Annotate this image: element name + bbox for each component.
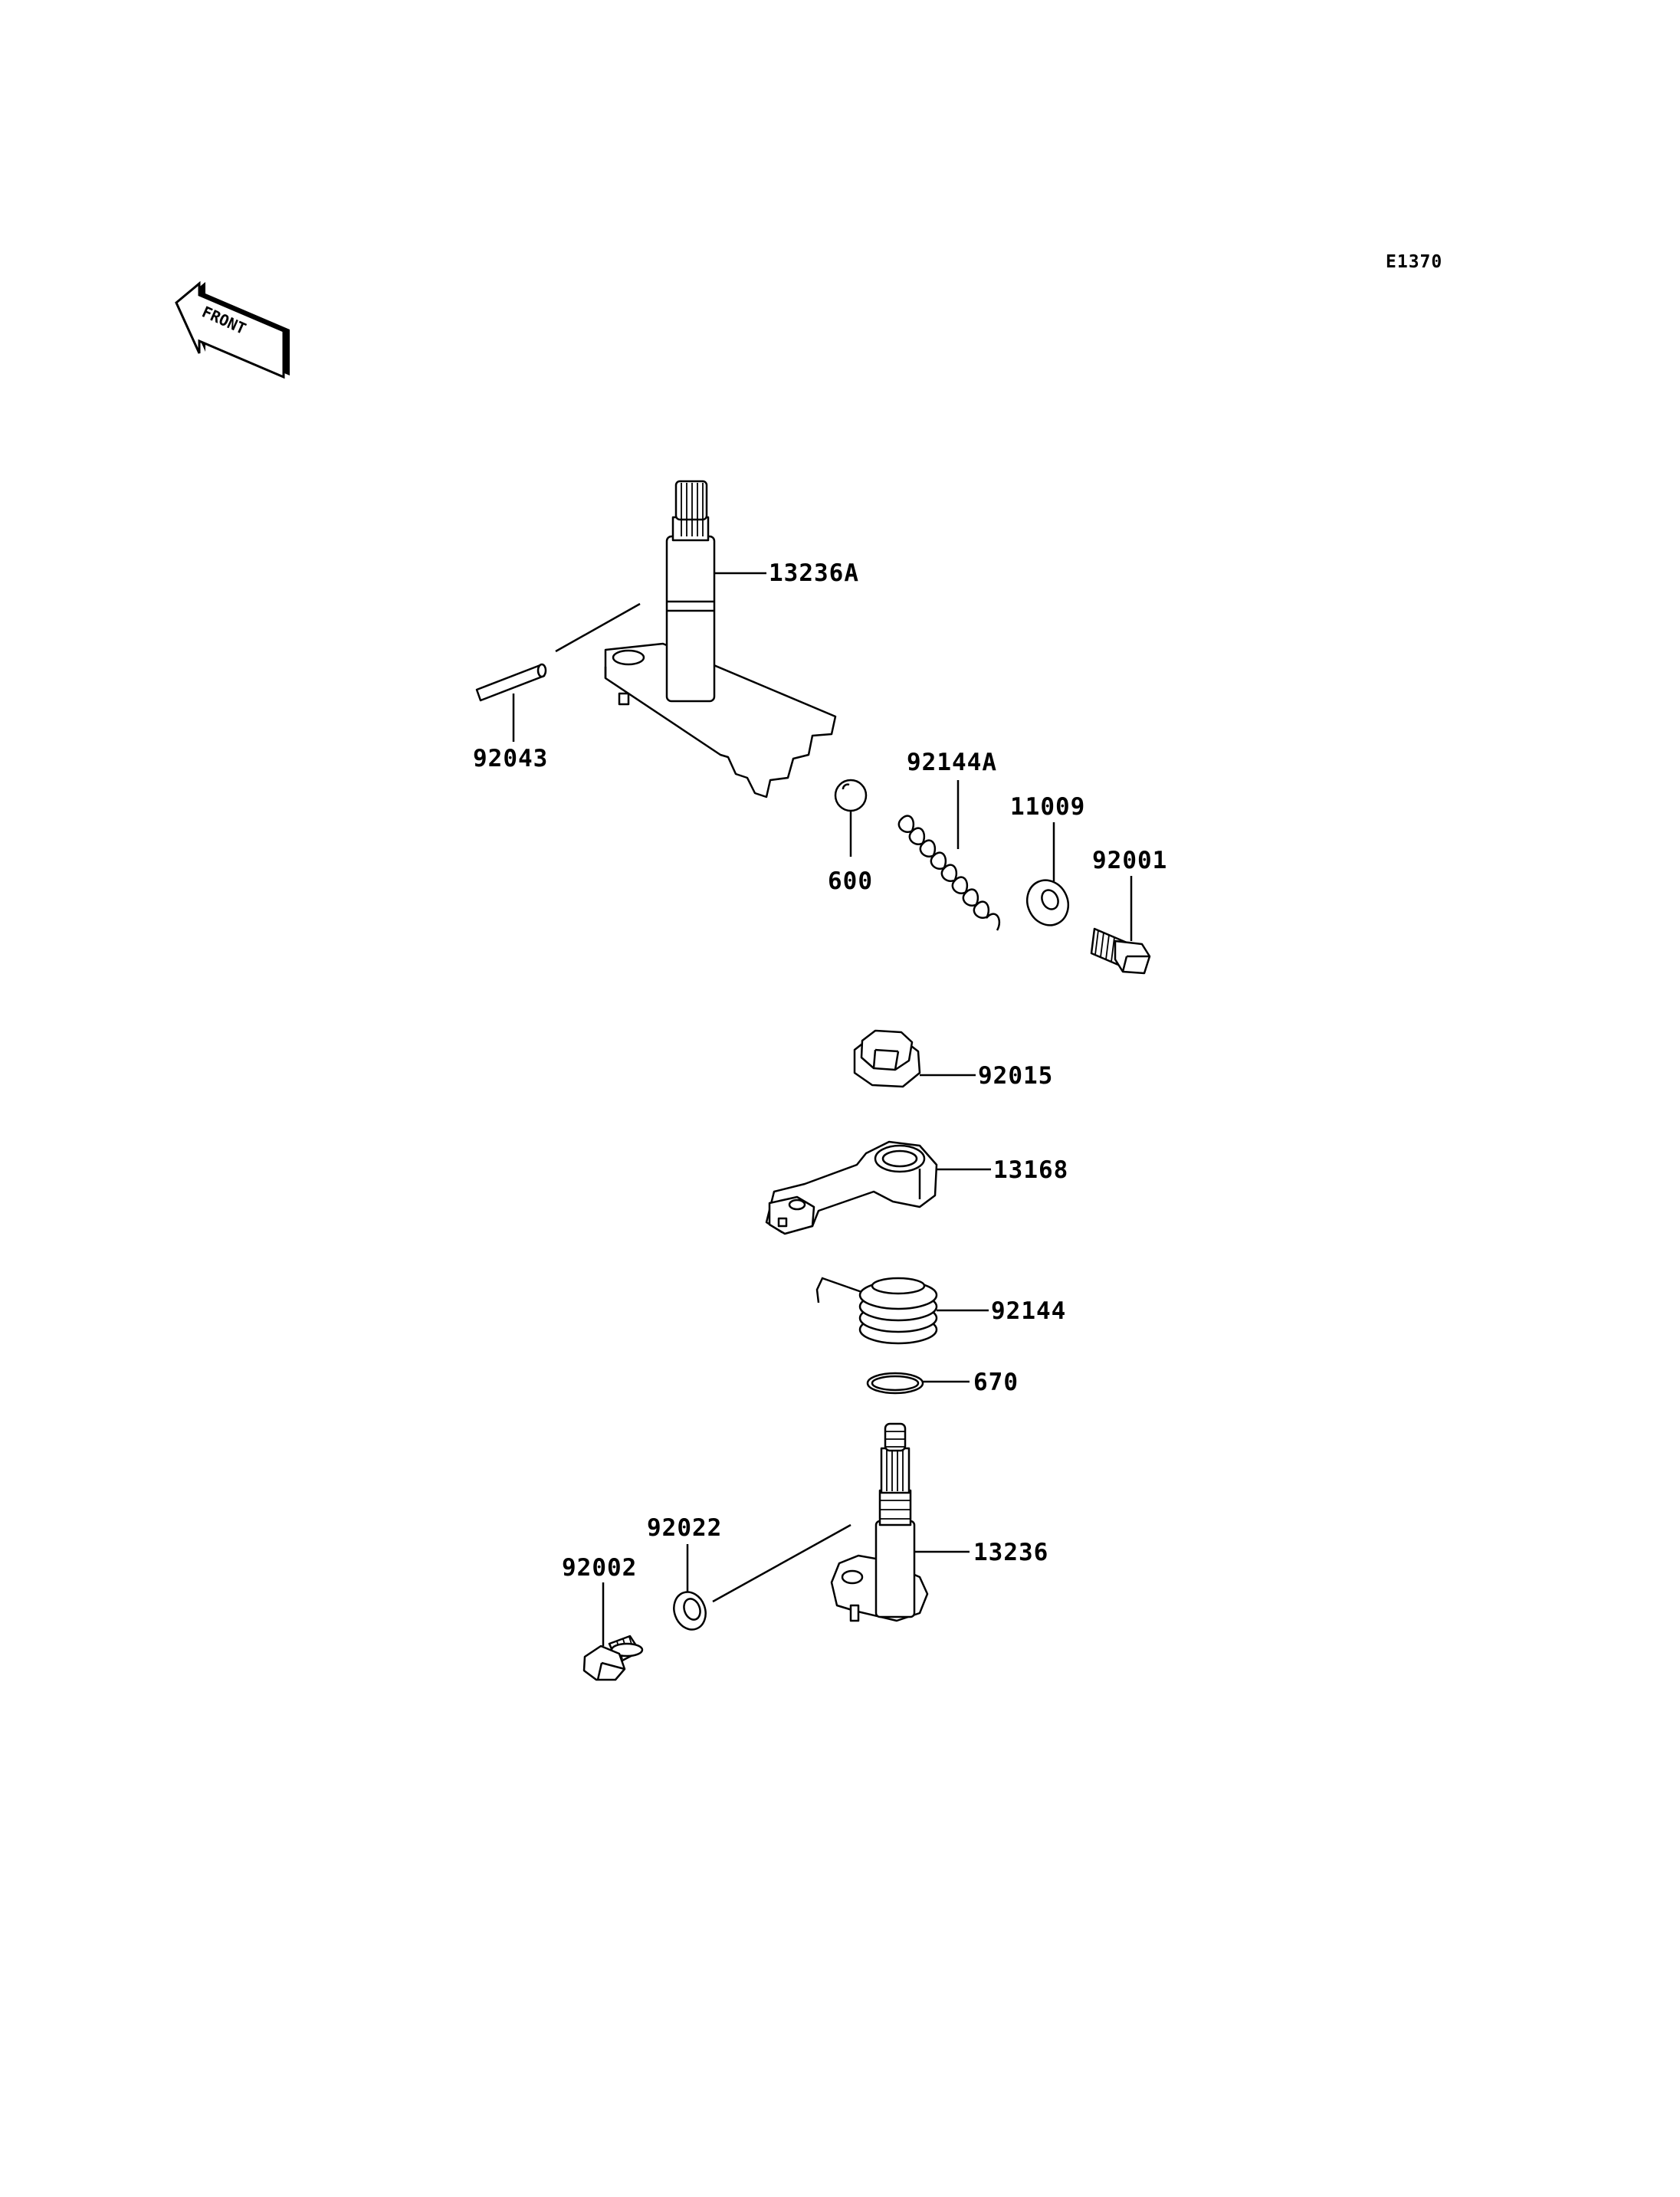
ball-highlight — [842, 783, 850, 790]
part-number-92043[interactable]: 92043 — [473, 745, 548, 772]
circlip-670[interactable] — [866, 1372, 924, 1395]
lever-13168[interactable] — [765, 1140, 938, 1235]
diagram-code: E1370 — [1386, 252, 1442, 272]
spring-92144a[interactable] — [897, 815, 1001, 931]
torsion-spring-92144[interactable] — [815, 1277, 938, 1345]
washer-92022[interactable] — [669, 1588, 711, 1635]
part-number-92022[interactable]: 92022 — [647, 1514, 722, 1542]
shift-shaft-lower[interactable] — [830, 1422, 929, 1622]
part-number-600[interactable]: 600 — [828, 867, 873, 895]
part-number-13236a[interactable]: 13236A — [769, 559, 859, 587]
bolt-92002[interactable] — [582, 1635, 644, 1681]
plug-bolt-92001[interactable] — [1090, 927, 1151, 975]
part-number-92144a[interactable]: 92144A — [907, 749, 997, 776]
nut-92015[interactable] — [853, 1029, 921, 1088]
part-number-92001[interactable]: 92001 — [1092, 847, 1167, 874]
part-number-11009[interactable]: 11009 — [1010, 793, 1085, 821]
washer-guide-line — [712, 1523, 851, 1603]
part-number-670[interactable]: 670 — [973, 1369, 1019, 1396]
part-number-92015[interactable]: 92015 — [978, 1062, 1053, 1090]
washer-11009[interactable] — [1020, 874, 1075, 932]
shift-shaft-upper[interactable] — [604, 480, 837, 798]
part-number-13236[interactable]: 13236 — [973, 1539, 1048, 1566]
pin-92043[interactable] — [475, 663, 547, 702]
part-number-92144[interactable]: 92144 — [991, 1297, 1066, 1325]
front-arrow-icon: FRONT — [175, 280, 290, 379]
ball-600[interactable] — [834, 779, 868, 812]
part-number-92002[interactable]: 92002 — [562, 1554, 637, 1582]
part-number-13168[interactable]: 13168 — [993, 1156, 1068, 1184]
pin-guide-line — [555, 602, 641, 653]
